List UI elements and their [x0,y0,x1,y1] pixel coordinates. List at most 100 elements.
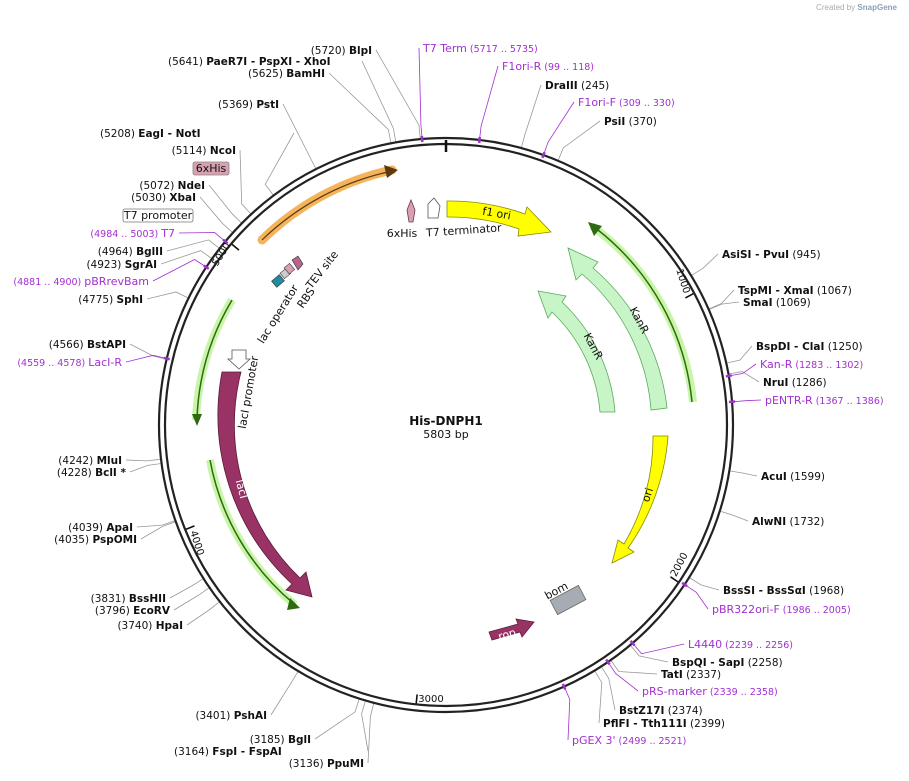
site-leader-paer7i [361,60,397,142]
tick-2000 [670,576,679,583]
site-leader-fspi [361,701,369,752]
site-label-alwni: AlwNI (1732) [752,516,824,528]
site-label-psii: PsiI (370) [604,116,657,128]
site-leader-drai [521,84,542,148]
site-leader-tspmi [709,289,735,310]
primer-label-f1orir: F1ori-R (99 .. 118) [502,60,594,73]
primer-label-prsmarker: pRS-marker (2339 .. 2358) [642,685,778,698]
primer-leader-prsmarker [608,662,639,692]
site-label-bstapi: (4566) BstAPI [49,339,126,351]
primer-mark-pbr322orif [681,581,688,588]
green-feature-left-head [192,414,202,426]
site-leader-pspomi [140,521,175,540]
site-label-xbai: (5030) XbaI [131,192,196,204]
his6-feature [406,198,416,223]
site-leader-bstz17i [601,667,616,711]
site-leader-pflfi [594,671,603,724]
site-leader-asisi [691,253,719,276]
site-leader-bgli [314,699,360,740]
site-label-bgli: (3185) BglI [250,734,311,746]
site-leader-sgrai [160,250,212,265]
plasmid-name: His-DNPH1 [409,414,482,428]
rop-label: rop [497,626,518,643]
primer-label-lacir: (4559 .. 4578) LacI-R [17,356,122,369]
site-label-blpi: (5720) BlpI [311,45,372,57]
primer-leader-f1orif [543,101,575,155]
site-label-pshai: (3401) PshAI [195,710,267,722]
lac-operator-label: lac operator [255,282,302,346]
site-label-bsshii: (3831) BssHII [91,593,166,605]
credit-brand: SnapGene [857,3,897,12]
primer-label-l4440: L4440 (2239 .. 2256) [688,638,793,651]
primer-mark-f1orir [477,136,482,144]
site-label-hpai: (3740) HpaI [117,620,183,632]
plasmid-size: 5803 bp [423,428,468,441]
site-leader-bspdi [727,345,753,364]
expression-cluster: lac operator RBS TEV site [255,248,341,346]
primer-leader-pgex3 [564,687,571,741]
green-feature-bottom-head [287,598,300,610]
tick-label-2000: 2000 [669,551,691,579]
site-label-tspmi: TspMI - XmaI (1067) [738,285,852,297]
site-label-tati: TatI (2337) [661,669,721,681]
site-label-nrui: NruI (1286) [763,377,827,389]
green-feature-left-line [196,299,233,419]
laci-promoter-arrow [226,349,252,370]
orange-feature-head [384,165,398,178]
credit-prefix: Created by [816,3,856,12]
site-label-fspi: (3164) FspI - FspAI [174,746,282,758]
primer-label-kanr: Kan-R (1283 .. 1302) [760,358,863,371]
site-leader-psii [557,120,601,160]
tick-5000 [231,243,240,251]
site-label-sgrai: (4923) SgrAI [86,259,157,271]
site-label-ecorv: (3796) EcoRV [95,605,171,617]
site-label-bspdi: BspDI - ClaI (1250) [756,341,863,353]
f1-ori-label: f1 ori [481,205,512,223]
his6-small-feature [283,262,296,275]
primer-leader-f1orir [479,65,499,140]
ori-arrow [611,435,669,564]
site-leader-ncoi [239,149,251,214]
site-leader-acui [730,470,758,477]
his6-callout: 6xHis [192,161,230,176]
tick-4000 [185,525,195,530]
primer-mark-lacir [163,356,171,361]
tev-feature [291,255,304,271]
rop-arrow [488,618,535,641]
site-leader-smai [709,301,740,310]
site-label-psti: (5369) PstI [218,99,279,111]
primer-label-pbrrevbam: (4881 .. 4900) pBRrevBam [13,275,149,288]
site-leader-blpi [375,49,421,139]
primer-leader-pbr322orif [685,584,709,610]
site-leader-bsshii [169,578,203,599]
site-leader-bglii [166,239,220,252]
site-leader-sphi [146,291,188,300]
backbone [157,136,735,714]
t7-terminator-label: T7 terminator [425,221,503,239]
site-leader-hpai [186,601,220,626]
backbone-outer-strand [157,136,735,714]
site-leader-xbai [199,196,233,233]
site-label-pspomi: (4035) PspOMI [54,534,137,546]
site-label-ncoi: (5114) NcoI [172,145,236,157]
primer-label-t7term: T7 Term (5717 .. 5735) [422,42,538,55]
orange-feature-glow [257,165,397,245]
laci-label: lacI [233,478,250,500]
site-leader-pshai [270,671,299,716]
primer-label-t7: (4984 .. 5003) T7 [90,227,175,240]
site-leader-bcli [129,463,161,473]
site-label-bglii: (4964) BglII [98,246,163,258]
green-feature-right-head [588,222,602,236]
site-leader-alwni [720,510,749,522]
features: f1 ori KanR KanR ori lacI lacI promoter … [192,165,697,643]
site-leader-eagi [264,132,295,195]
site-leader-ppumi [367,703,375,764]
site-label-bamhi: (5625) BamHI [248,68,325,80]
his6-callout-label: 6xHis [196,162,227,175]
site-label-smai: SmaI (1069) [743,297,811,309]
site-label-pflfi: PflFI - Tth111I (2399) [603,718,725,730]
primer-leader-kanr [729,363,757,377]
site-label-bcli: (4228) BclI * [57,467,127,479]
site-label-sphi: (4775) SphI [78,294,143,306]
f1-ori-arrow [446,200,552,237]
